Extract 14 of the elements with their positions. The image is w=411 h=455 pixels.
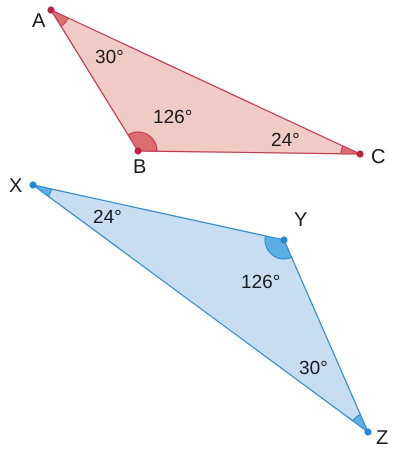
triangle [47,6,364,158]
vertex-label: B [133,157,146,177]
angle-label: 30° [299,359,328,378]
vertex-label: C [371,147,386,167]
angle-label: 126° [241,273,280,292]
vertex-label: Y [294,210,308,230]
vertex-label: Z [376,428,388,448]
vertex-label: X [9,176,22,196]
angle-label: 24° [93,208,122,227]
triangle [29,181,372,436]
angle-label: 126° [153,108,192,127]
angle-label: 30° [95,48,124,67]
vertex-label: A [32,11,46,31]
angle-label: 24° [271,131,300,150]
